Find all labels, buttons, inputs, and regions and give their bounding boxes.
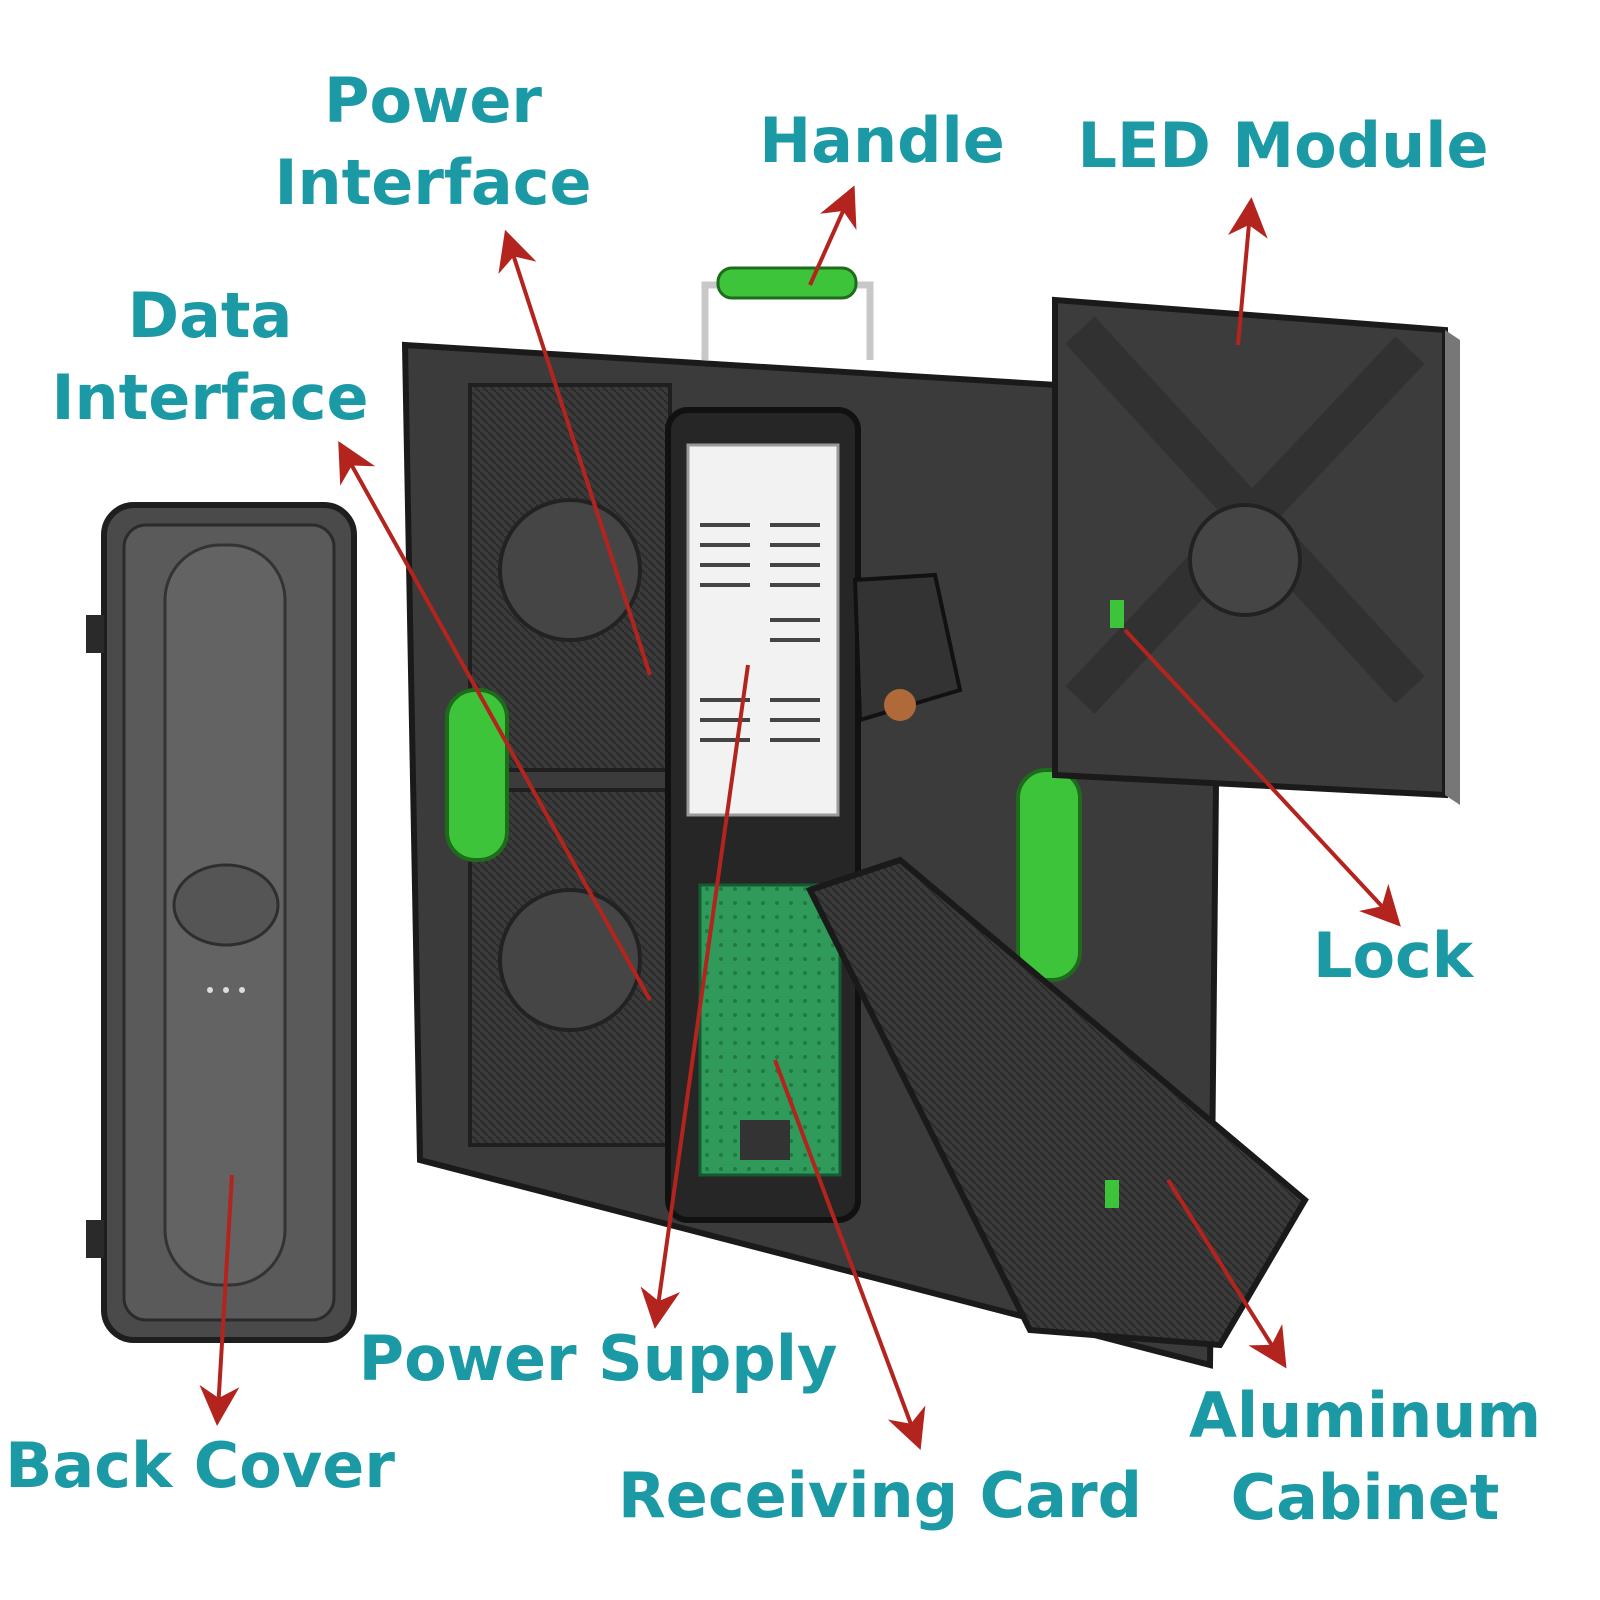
label-power-interface: Power Interface: [274, 60, 591, 224]
power-interface-connector: [852, 572, 963, 723]
arrow-receiving-card: [773, 1059, 926, 1450]
label-power-interface-line2: Interface: [274, 146, 592, 219]
arrow-back-cover: [199, 1174, 240, 1426]
label-data-interface-line1: Data: [127, 279, 293, 352]
label-aluminum-cabinet: Aluminum Cabinet: [1189, 1375, 1541, 1539]
arrow-data-interface: [338, 441, 652, 1001]
label-power-supply: Power Supply: [358, 1322, 838, 1395]
back-cover-panel: [86, 502, 357, 1343]
top-handle: [701, 266, 874, 360]
hinged-led-module: [805, 856, 1309, 1349]
led-module-panel: [1052, 296, 1460, 805]
label-receiving-card: Receiving Card: [618, 1459, 1142, 1532]
arrow-handle: [808, 185, 857, 286]
label-aluminum-cabinet-line1: Aluminum: [1188, 1379, 1542, 1452]
label-handle: Handle: [759, 104, 1005, 177]
label-led-module: LED Module: [1077, 109, 1489, 182]
arrow-power-interface: [498, 229, 652, 676]
lock-latch-upper: [1110, 600, 1124, 628]
lock-latch-lower: [1105, 1180, 1119, 1208]
label-lock: Lock: [1312, 919, 1474, 992]
label-data-interface: Data Interface: [51, 275, 368, 439]
label-aluminum-cabinet-line2: Cabinet: [1230, 1461, 1500, 1534]
receiving-card-board: [698, 883, 842, 1177]
arrow-lock: [1123, 628, 1401, 927]
arrow-led-module: [1227, 197, 1268, 346]
label-data-interface-line2: Interface: [51, 361, 369, 434]
arrow-aluminum-cabinet: [1166, 1178, 1287, 1369]
label-back-cover: Back Cover: [5, 1429, 395, 1502]
label-power-interface-line1: Power: [324, 64, 542, 137]
arrow-power-supply: [640, 664, 750, 1329]
